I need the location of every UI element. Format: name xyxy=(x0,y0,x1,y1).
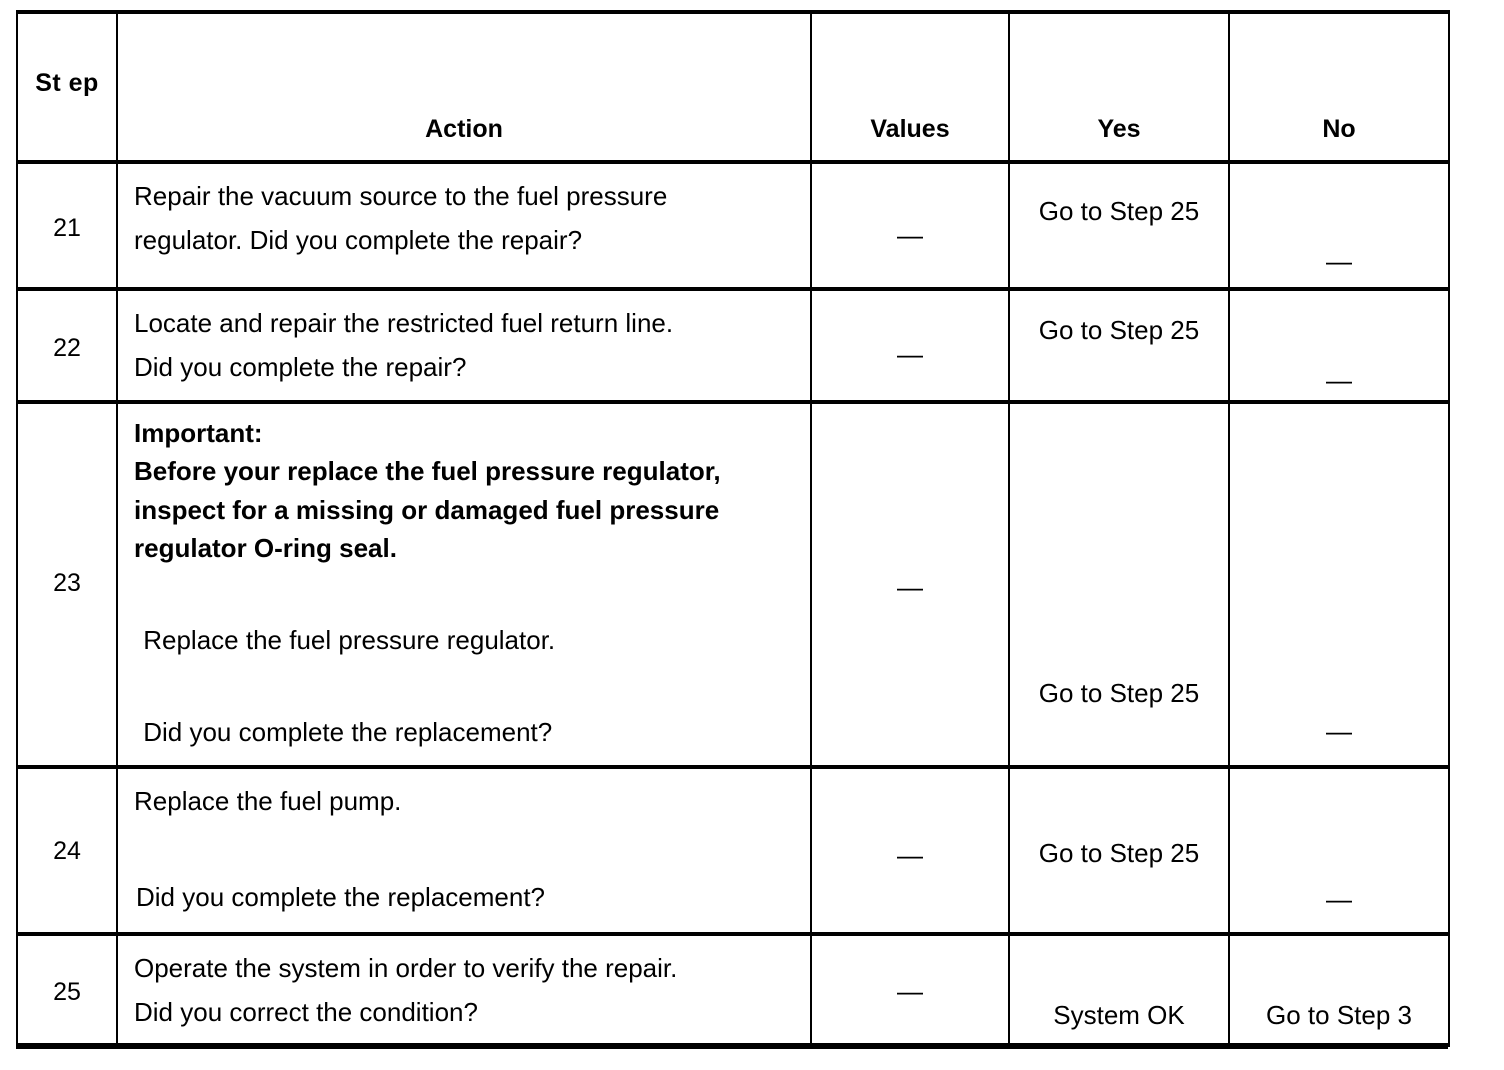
values-dash: — xyxy=(897,976,923,1006)
spacer xyxy=(118,833,810,875)
table-row: 22 Locate and repair the restricted fuel… xyxy=(16,287,1450,403)
no-action: Go to Step 3 xyxy=(1266,1000,1412,1030)
no-dash: — xyxy=(1326,884,1352,914)
no-cell-22: — xyxy=(1228,287,1450,403)
values-dash: — xyxy=(897,220,923,250)
yes-action: System OK xyxy=(1053,1000,1185,1030)
column-header-values: Values xyxy=(810,10,1010,164)
no-cell-25: Go to Step 3 xyxy=(1228,932,1450,1047)
table-row: 24 Replace the fuel pump. Did you comple… xyxy=(16,765,1450,935)
action-cell-24: Replace the fuel pump. Did you complete … xyxy=(116,765,812,935)
column-header-step-label: St ep xyxy=(35,69,99,97)
step-cell-24: 24 xyxy=(16,765,118,935)
yes-cell-21: Go to Step 25 xyxy=(1008,160,1230,290)
spacer xyxy=(118,662,810,710)
values-cell-25: — xyxy=(810,932,1010,1047)
action-line-question: Did you complete the replacement? xyxy=(136,882,546,913)
values-dash: — xyxy=(897,339,923,369)
values-cell-24: — xyxy=(810,765,1010,935)
action-cell-21: Repair the vacuum source to the fuel pre… xyxy=(116,160,812,290)
step-number: 22 xyxy=(53,334,81,362)
yes-action: Go to Step 25 xyxy=(1038,838,1200,868)
step-number: 21 xyxy=(53,214,81,242)
column-header-yes-label: Yes xyxy=(1097,115,1141,143)
values-cell-22: — xyxy=(810,287,1010,403)
page-continuation-rule xyxy=(16,1047,1448,1049)
no-dash: — xyxy=(1326,246,1352,276)
no-cell-24: — xyxy=(1228,765,1450,935)
step-number: 25 xyxy=(53,978,81,1006)
column-header-yes: Yes xyxy=(1008,10,1230,164)
column-header-step: St ep xyxy=(16,10,118,164)
action-cell-23: Important: Before your replace the fuel … xyxy=(116,400,812,768)
action-important-note: Important: Before your replace the fuel … xyxy=(134,418,721,564)
yes-cell-23: Go to Step 25 xyxy=(1008,400,1230,768)
yes-action: Go to Step 25 xyxy=(1038,196,1200,226)
action-line-replace: Replace the fuel pressure regulator. xyxy=(136,624,556,655)
table-header-row: St ep Action Values Yes No xyxy=(16,10,1450,164)
no-cell-23: — xyxy=(1228,400,1450,768)
action-text: Locate and repair the restricted fuel re… xyxy=(134,308,674,383)
spacer xyxy=(118,578,810,618)
step-cell-22: 22 xyxy=(16,287,118,403)
step-cell-21: 21 xyxy=(16,160,118,290)
step-number: 24 xyxy=(53,837,81,865)
action-cell-25: Operate the system in order to verify th… xyxy=(116,932,812,1047)
step-cell-23: 23 xyxy=(16,400,118,768)
step-cell-25: 25 xyxy=(16,932,118,1047)
yes-cell-24: Go to Step 25 xyxy=(1008,765,1230,935)
values-dash: — xyxy=(897,572,923,602)
column-header-no: No xyxy=(1228,10,1450,164)
values-dash: — xyxy=(897,840,923,870)
values-cell-21: — xyxy=(810,160,1010,290)
action-line-replace: Replace the fuel pump. xyxy=(134,786,402,816)
column-header-no-label: No xyxy=(1322,115,1356,143)
action-text: Operate the system in order to verify th… xyxy=(134,953,678,1028)
diagnostic-procedure-table: St ep Action Values Yes No xyxy=(16,10,1450,1047)
yes-action: Go to Step 25 xyxy=(1038,315,1200,345)
table-row: 21 Repair the vacuum source to the fuel … xyxy=(16,160,1450,290)
table-row: 25 Operate the system in order to verify… xyxy=(16,932,1450,1047)
values-cell-23: — xyxy=(810,400,1010,768)
no-dash: — xyxy=(1326,716,1352,746)
action-line-question: Did you complete the replacement? xyxy=(136,717,553,748)
column-header-action: Action xyxy=(116,10,812,164)
yes-cell-22: Go to Step 25 xyxy=(1008,287,1230,403)
no-dash: — xyxy=(1326,365,1352,395)
column-header-values-label: Values xyxy=(870,115,950,143)
yes-cell-25: System OK xyxy=(1008,932,1230,1047)
step-number: 23 xyxy=(53,569,81,597)
no-cell-21: — xyxy=(1228,160,1450,290)
yes-action: Go to Step 25 xyxy=(1038,678,1200,708)
column-header-action-label: Action xyxy=(425,115,503,143)
table-row: 23 Important: Before your replace the fu… xyxy=(16,400,1450,768)
action-cell-22: Locate and repair the restricted fuel re… xyxy=(116,287,812,403)
action-text: Repair the vacuum source to the fuel pre… xyxy=(134,181,668,256)
